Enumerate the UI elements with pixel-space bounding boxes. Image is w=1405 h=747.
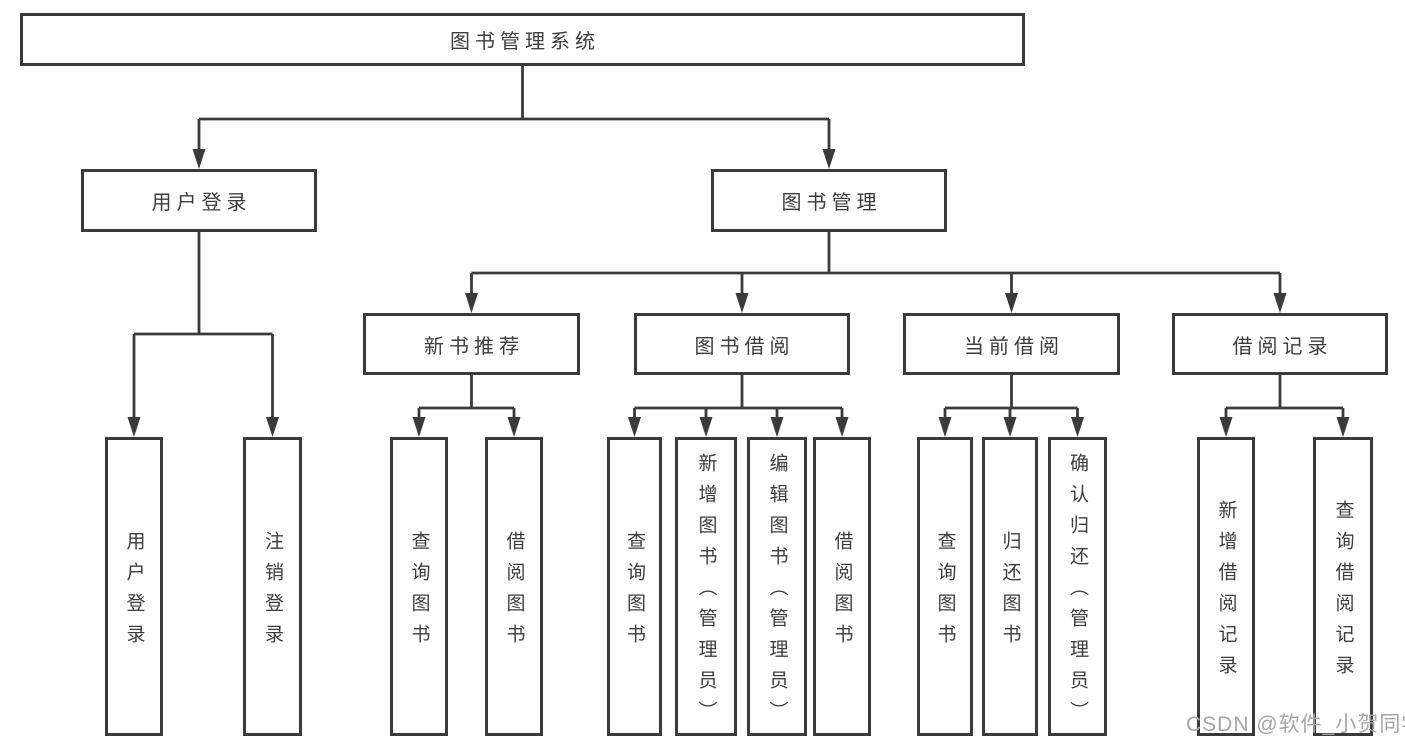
leaf-borrow-books: 借阅图书 <box>485 437 543 736</box>
csdn-watermark: CSDN @软件_小贺同学 <box>1186 713 1405 736</box>
leaf-query-borrow-record: 查询借阅记录 <box>1313 437 1373 736</box>
leaf-add-borrow-record: 新增借阅记录 <box>1197 437 1255 736</box>
node-borrowing-records: 借阅记录 <box>1172 313 1388 375</box>
leaf-add-book-admin: 新增图书（管理员） <box>675 437 737 736</box>
node-book-management: 图书管理 <box>711 169 947 232</box>
node-library-management-system: 图书管理系统 <box>20 13 1025 66</box>
node-new-book-recommendation: 新书推荐 <box>363 313 580 375</box>
node-user-login: 用户登录 <box>81 169 317 232</box>
leaf-query-books: 查询图书 <box>917 437 973 736</box>
leaf-return-books: 归还图书 <box>982 437 1038 736</box>
leaf-logout: 注销登录 <box>243 437 302 736</box>
leaf-borrow-books: 借阅图书 <box>813 437 871 736</box>
node-book-borrowing: 图书借阅 <box>634 313 850 375</box>
connector-arrowheads <box>127 149 1350 437</box>
leaf-query-books: 查询图书 <box>390 437 448 736</box>
node-current-borrowing: 当前借阅 <box>903 313 1120 375</box>
leaf-edit-book-admin: 编辑图书（管理员） <box>747 437 807 736</box>
leaf-query-books: 查询图书 <box>607 437 662 736</box>
leaf-confirm-return-admin: 确认归还（管理员） <box>1048 437 1107 736</box>
leaf-user-login: 用户登录 <box>105 437 163 736</box>
